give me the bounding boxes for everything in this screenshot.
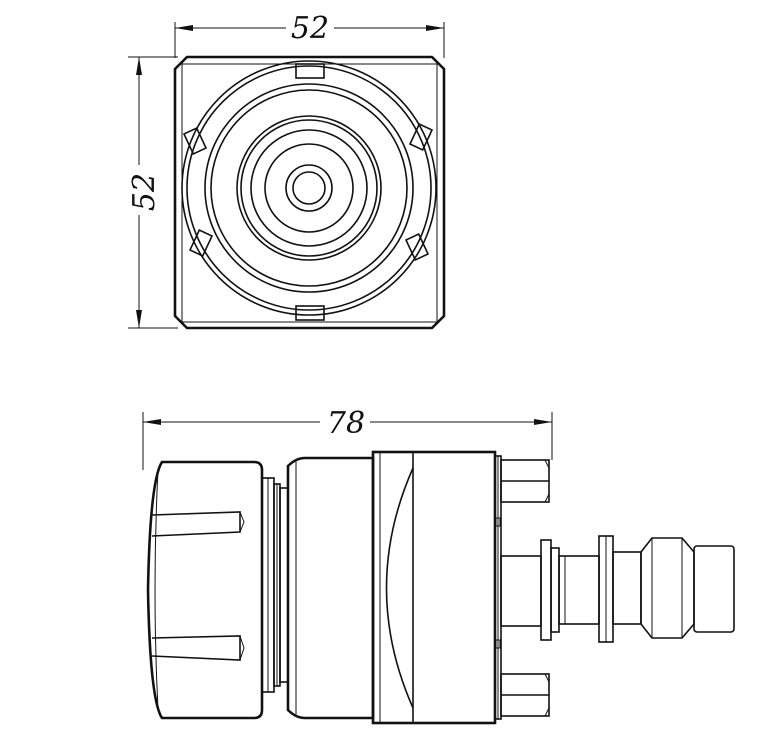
side-length-label: 78 xyxy=(327,406,365,441)
air-nipple xyxy=(500,535,735,643)
thread-section xyxy=(261,477,289,693)
side-view: 78 xyxy=(142,404,735,725)
bolt-heads xyxy=(500,459,550,717)
top-height-label: 52 xyxy=(127,173,162,211)
side-length-dimension: 78 xyxy=(142,404,553,470)
top-height-dimension: 52 xyxy=(122,56,178,329)
collet-nut xyxy=(146,460,264,720)
top-width-label: 52 xyxy=(291,11,329,46)
top-width-dimension: 52 xyxy=(174,10,445,58)
collet-nut-rings xyxy=(181,60,437,316)
coupling-housing xyxy=(371,450,502,725)
square-outline xyxy=(173,55,446,330)
spanner-slots xyxy=(182,63,434,321)
main-body xyxy=(286,456,375,720)
top-view: 52 52 xyxy=(122,10,446,330)
